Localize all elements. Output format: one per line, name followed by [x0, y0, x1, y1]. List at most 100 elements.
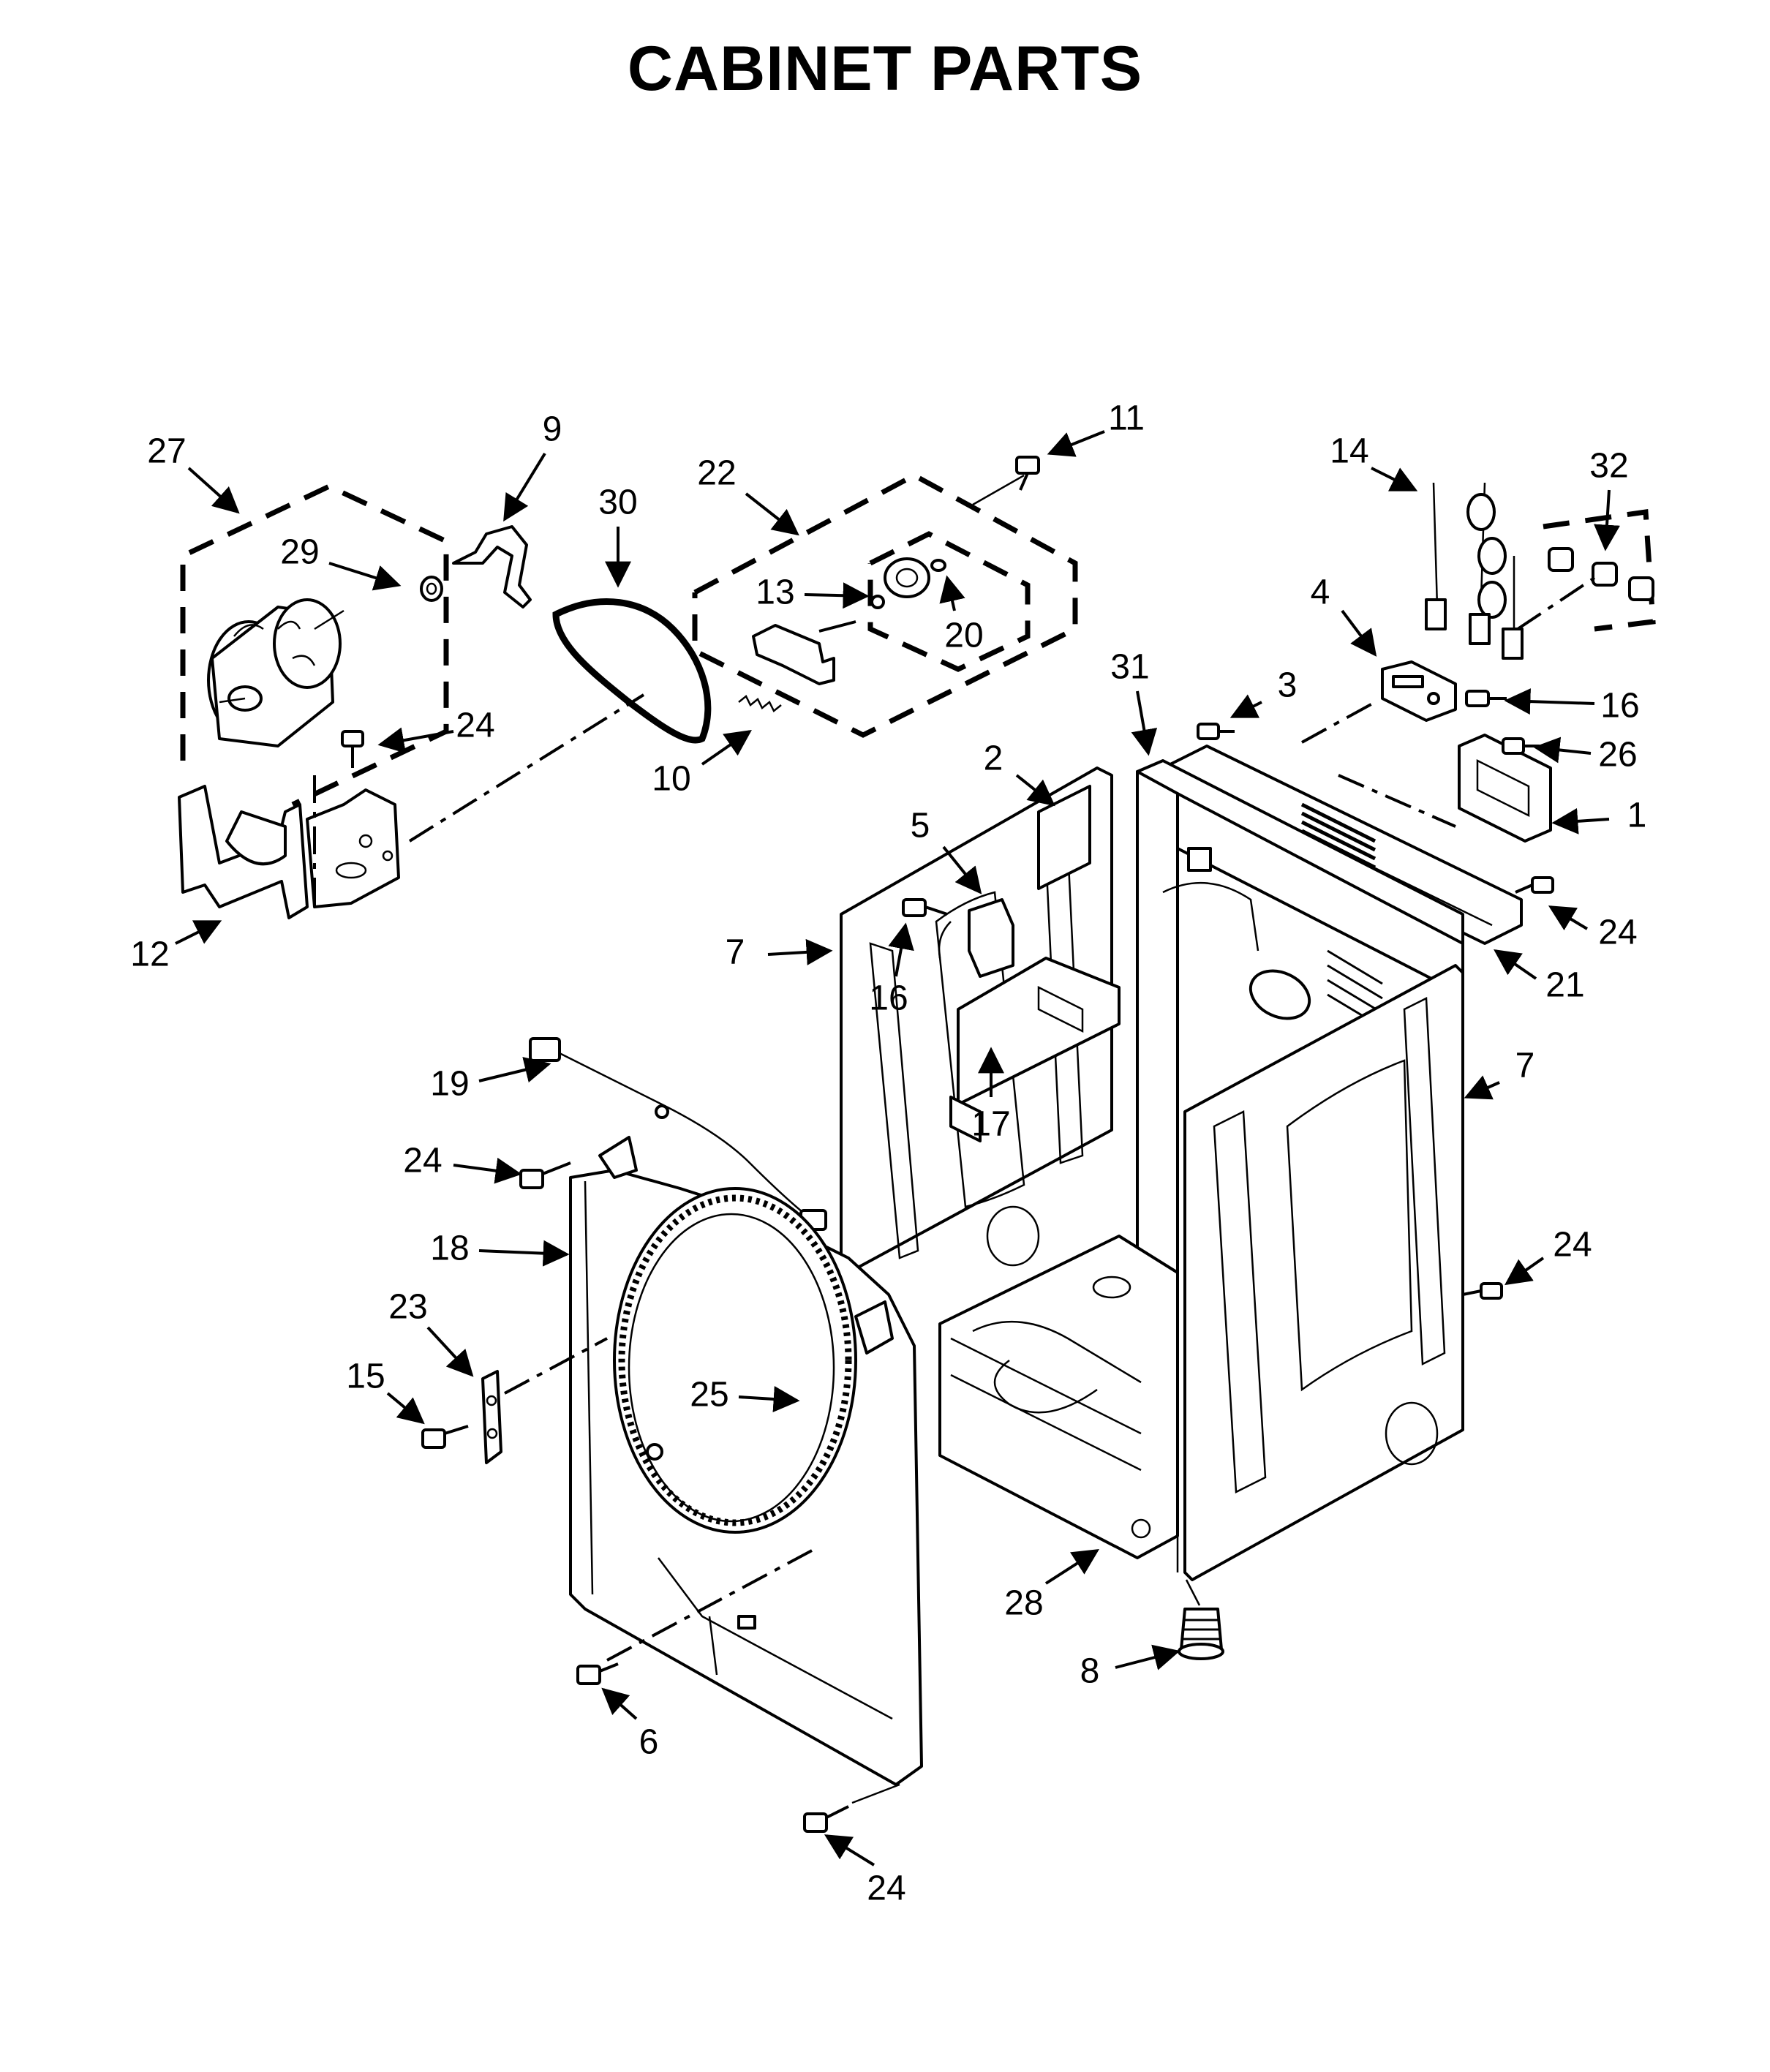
- callout-number: 32: [1589, 447, 1628, 486]
- screw-24b: [1515, 876, 1554, 894]
- leader-arrow: [377, 727, 454, 753]
- callout-c30: 30: [598, 483, 638, 588]
- callout-number: 17: [971, 1105, 1010, 1144]
- screw-24d: [519, 1161, 571, 1189]
- callout-number: 5: [911, 807, 930, 845]
- callout-c29: 29: [280, 533, 402, 591]
- callout-number: 25: [690, 1376, 728, 1414]
- leader-arrow: [601, 1687, 638, 1720]
- callout-c31: 31: [1110, 648, 1158, 756]
- leader-arrow: [888, 922, 914, 977]
- leader-arrow: [453, 1157, 522, 1184]
- callout-c18: 18: [430, 1229, 570, 1268]
- pcb-1: [1458, 734, 1552, 843]
- motor-clip: [452, 525, 532, 609]
- diagram-title: CABINET PARTS: [627, 34, 1143, 104]
- callout-number: 24: [867, 1869, 905, 1908]
- callout-number: 31: [1110, 648, 1149, 687]
- callout-c24e: 24: [824, 1834, 906, 1908]
- callout-number: 2: [984, 739, 1003, 778]
- hinge-23: [481, 1370, 502, 1464]
- leader-arrow: [745, 492, 799, 536]
- callout-number: 15: [346, 1357, 385, 1396]
- callout-number: 28: [1004, 1584, 1043, 1623]
- callout-c4: 4: [1311, 573, 1377, 657]
- leader-arrow: [1131, 690, 1158, 756]
- callout-c26: 26: [1533, 736, 1638, 775]
- leader-arrow: [328, 562, 402, 591]
- leader-arrow: [175, 920, 222, 945]
- leader-arrow: [1047, 430, 1105, 457]
- rear-panel: [1136, 759, 1464, 1274]
- callout-c17: 17: [971, 1047, 1011, 1144]
- screw-3: [1197, 723, 1235, 740]
- callout-c11: 11: [1047, 399, 1145, 457]
- callout-c8: 8: [1080, 1644, 1180, 1691]
- screw-24c: [1462, 1282, 1503, 1300]
- leader-arrow: [1044, 1549, 1100, 1585]
- callout-c7a: 7: [726, 933, 833, 972]
- callout-number: 21: [1545, 966, 1584, 1005]
- callout-c20: 20: [939, 575, 984, 655]
- switch-5: [938, 898, 1014, 978]
- leader-arrow: [1594, 489, 1620, 551]
- callout-number: 27: [147, 432, 186, 471]
- callout-number: 4: [1311, 573, 1330, 612]
- callout-c12: 12: [130, 920, 222, 974]
- screw-6: [576, 1662, 619, 1685]
- callout-number: 23: [388, 1288, 427, 1327]
- motor-assembly: [180, 483, 449, 807]
- callout-number: 7: [1515, 1047, 1535, 1085]
- leader-arrow: [1504, 1257, 1545, 1286]
- screw-16b: [902, 898, 948, 917]
- leader-arrow: [1533, 736, 1592, 764]
- callout-c22: 22: [697, 454, 799, 536]
- callout-c24c: 24: [1504, 1226, 1592, 1286]
- bracket-4: [1381, 660, 1457, 722]
- callout-number: 10: [652, 760, 690, 799]
- callout-c15: 15: [346, 1357, 425, 1425]
- leader-arrow: [1115, 1644, 1180, 1670]
- callout-number: 12: [130, 935, 169, 974]
- callout-number: 6: [639, 1723, 659, 1762]
- screw-24e: [803, 1783, 900, 1833]
- callout-c2: 2: [984, 739, 1055, 807]
- callout-number: 13: [756, 573, 794, 612]
- callout-c16a: 16: [1504, 687, 1640, 726]
- callout-number: 16: [1600, 687, 1639, 726]
- leader-arrow: [767, 938, 833, 965]
- callout-number: 24: [456, 707, 494, 745]
- callout-c28: 28: [1004, 1549, 1100, 1623]
- leader-arrow: [1504, 688, 1595, 715]
- callout-number: 26: [1598, 736, 1637, 775]
- callout-number: 19: [430, 1065, 469, 1104]
- callout-number: 22: [697, 454, 736, 493]
- leader-arrow: [1371, 467, 1418, 491]
- callout-number: 7: [726, 933, 745, 972]
- callout-number: 8: [1080, 1652, 1100, 1691]
- screw-16a: [1465, 690, 1507, 707]
- leader-arrow: [426, 1326, 474, 1377]
- leader-arrow: [1548, 905, 1589, 931]
- cabinet-base: [938, 1235, 1179, 1559]
- front-panel: [569, 1136, 923, 1786]
- callout-c21: 21: [1494, 949, 1585, 1005]
- leader-arrow: [939, 575, 965, 611]
- leader-arrow: [1464, 1075, 1500, 1100]
- callout-number: 20: [944, 617, 983, 655]
- leader-arrow: [942, 845, 982, 894]
- callout-c16b: 16: [869, 922, 914, 1018]
- callout-c5: 5: [911, 807, 982, 894]
- leader-arrow: [1341, 609, 1377, 657]
- callout-c24b: 24: [1548, 905, 1638, 952]
- callout-c14: 14: [1330, 432, 1418, 491]
- leader-arrow: [478, 1057, 551, 1083]
- callout-c23: 23: [388, 1288, 474, 1377]
- screw-24a: [341, 730, 364, 768]
- callout-c7b: 7: [1464, 1047, 1535, 1100]
- screw-11: [1015, 456, 1040, 491]
- idler-assembly: [692, 472, 1078, 738]
- callout-number: 14: [1330, 432, 1368, 471]
- leader-arrow: [478, 1240, 570, 1267]
